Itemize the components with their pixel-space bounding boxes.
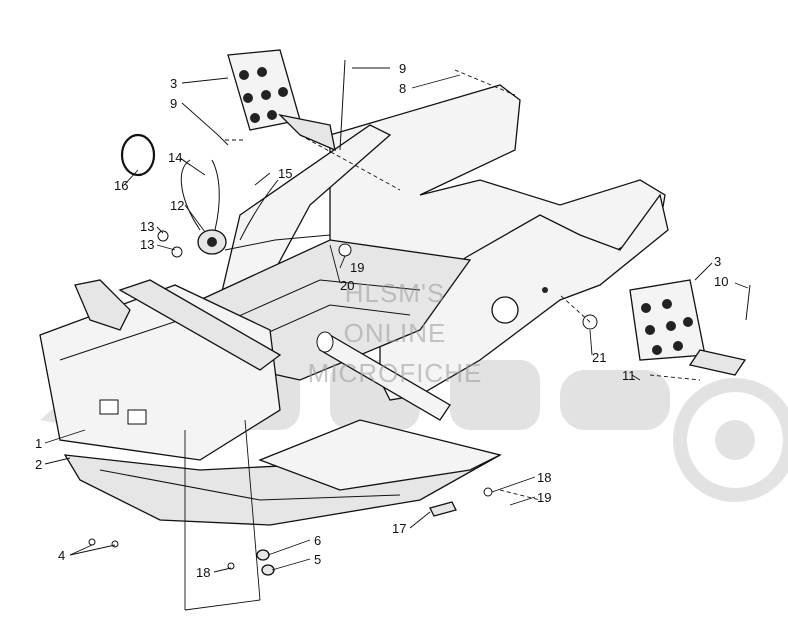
callout-7: 8 — [399, 81, 406, 96]
callout-5: 5 — [314, 552, 321, 567]
callout-13-right: 15 — [278, 166, 292, 181]
hardware — [88, 59, 751, 576]
right-side-panel-lower — [379, 193, 669, 401]
callout-9-upper: 9 — [170, 96, 177, 111]
callout-3-upper: 3 — [170, 76, 177, 91]
callout-4: 4 — [58, 548, 65, 563]
watermark-line-1: HLSM'S — [345, 278, 446, 308]
callout-11: 13 — [140, 237, 154, 252]
footrest-left — [227, 49, 336, 152]
assembly-lines — [225, 69, 701, 501]
callout-14: 16 — [114, 178, 128, 193]
front-bulkhead — [39, 279, 282, 461]
sensor-assembly — [157, 159, 331, 258]
callout-8-upper: 9 — [399, 61, 406, 76]
cross-tube — [316, 331, 451, 421]
callout-21: 21 — [592, 350, 606, 365]
callout-16: 18 — [537, 470, 551, 485]
callout-8-right: 10 — [714, 274, 728, 289]
callout-12: 13 — [140, 219, 154, 234]
callout-19: 19 — [350, 260, 364, 275]
callout-3-right: 3 — [714, 254, 721, 269]
watermark-line-3: MICROFICHE — [308, 358, 483, 388]
callout-15: 17 — [392, 521, 406, 536]
callout-10: 12 — [170, 198, 184, 213]
floor-extension — [258, 419, 502, 491]
watermark-line-2: ONLINE — [344, 318, 447, 348]
callout-20: 20 — [340, 278, 354, 293]
callout-2: 2 — [35, 457, 42, 472]
callout-9-right: 11 — [622, 368, 636, 383]
callout-6: 6 — [314, 533, 321, 548]
callout-18: 18 — [196, 565, 210, 580]
callout-17: 19 — [537, 490, 551, 505]
callout-13-left: 14 — [168, 150, 182, 165]
clip-ring — [120, 133, 156, 177]
leader-lines — [44, 67, 749, 611]
callout-1: 1 — [35, 436, 42, 451]
footrest-right — [629, 279, 747, 376]
